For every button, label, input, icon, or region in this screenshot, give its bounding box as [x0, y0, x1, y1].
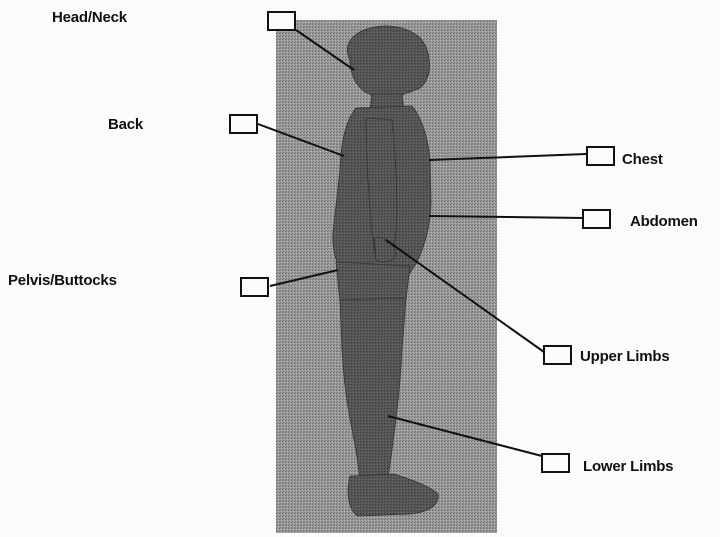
- upper-limbs-checkbox[interactable]: [543, 345, 572, 365]
- lower-limbs-label: Lower Limbs: [583, 458, 673, 475]
- upper-limbs-label: Upper Limbs: [580, 348, 669, 365]
- abdomen-checkbox[interactable]: [582, 209, 611, 229]
- chest-checkbox[interactable]: [586, 146, 615, 166]
- pelvis-buttocks-checkbox[interactable]: [240, 277, 269, 297]
- back-checkbox[interactable]: [229, 114, 258, 134]
- abdomen-label: Abdomen: [630, 213, 698, 230]
- head-neck-label: Head/Neck: [52, 9, 127, 26]
- lower-limbs-checkbox[interactable]: [541, 453, 570, 473]
- head-neck-checkbox[interactable]: [267, 11, 296, 31]
- back-label: Back: [108, 116, 143, 133]
- chest-label: Chest: [622, 151, 663, 168]
- pelvis-buttocks-label: Pelvis/Buttocks: [8, 272, 117, 289]
